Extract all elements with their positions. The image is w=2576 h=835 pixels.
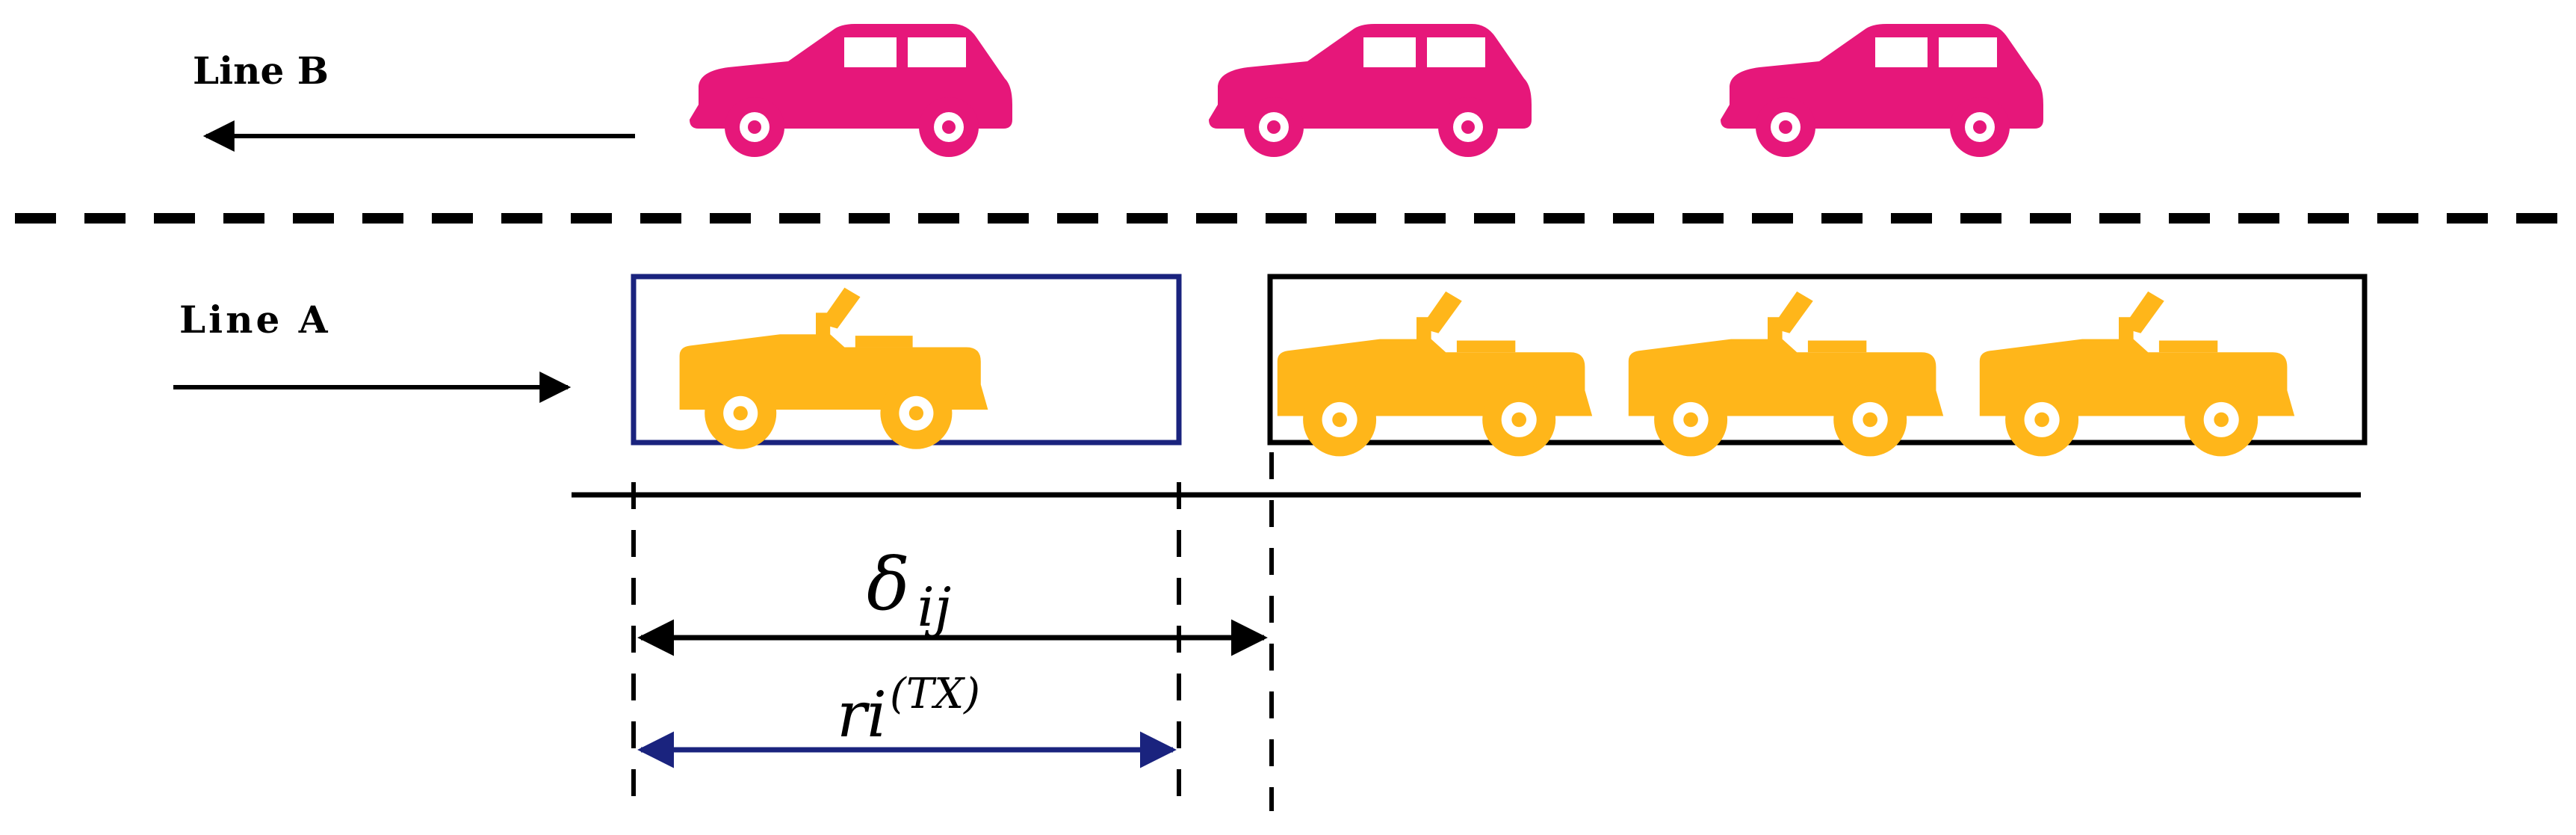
car-icon xyxy=(690,24,1012,157)
jeep-icon xyxy=(679,287,988,449)
delta-subscript: ij xyxy=(917,576,951,638)
car-icon xyxy=(1721,24,2043,157)
ri-base: ri xyxy=(837,678,887,751)
line-b-label: Line B xyxy=(193,49,329,93)
car-icon xyxy=(1209,24,1532,157)
jeep-icon xyxy=(1277,291,1593,457)
jeep-icon xyxy=(1979,291,2295,457)
receiver-group-box xyxy=(1267,274,2368,446)
line-b-cars xyxy=(690,24,2043,157)
ri-tx-label: ri(TX) xyxy=(837,670,980,751)
receiver-vehicles xyxy=(1277,291,2295,457)
jeep-icon xyxy=(1628,291,1944,457)
ri-superscript: (TX) xyxy=(890,670,980,718)
line-a-label: Line A xyxy=(179,298,331,342)
delta-symbol: δ xyxy=(867,543,910,626)
transmitter-vehicle xyxy=(679,287,988,449)
